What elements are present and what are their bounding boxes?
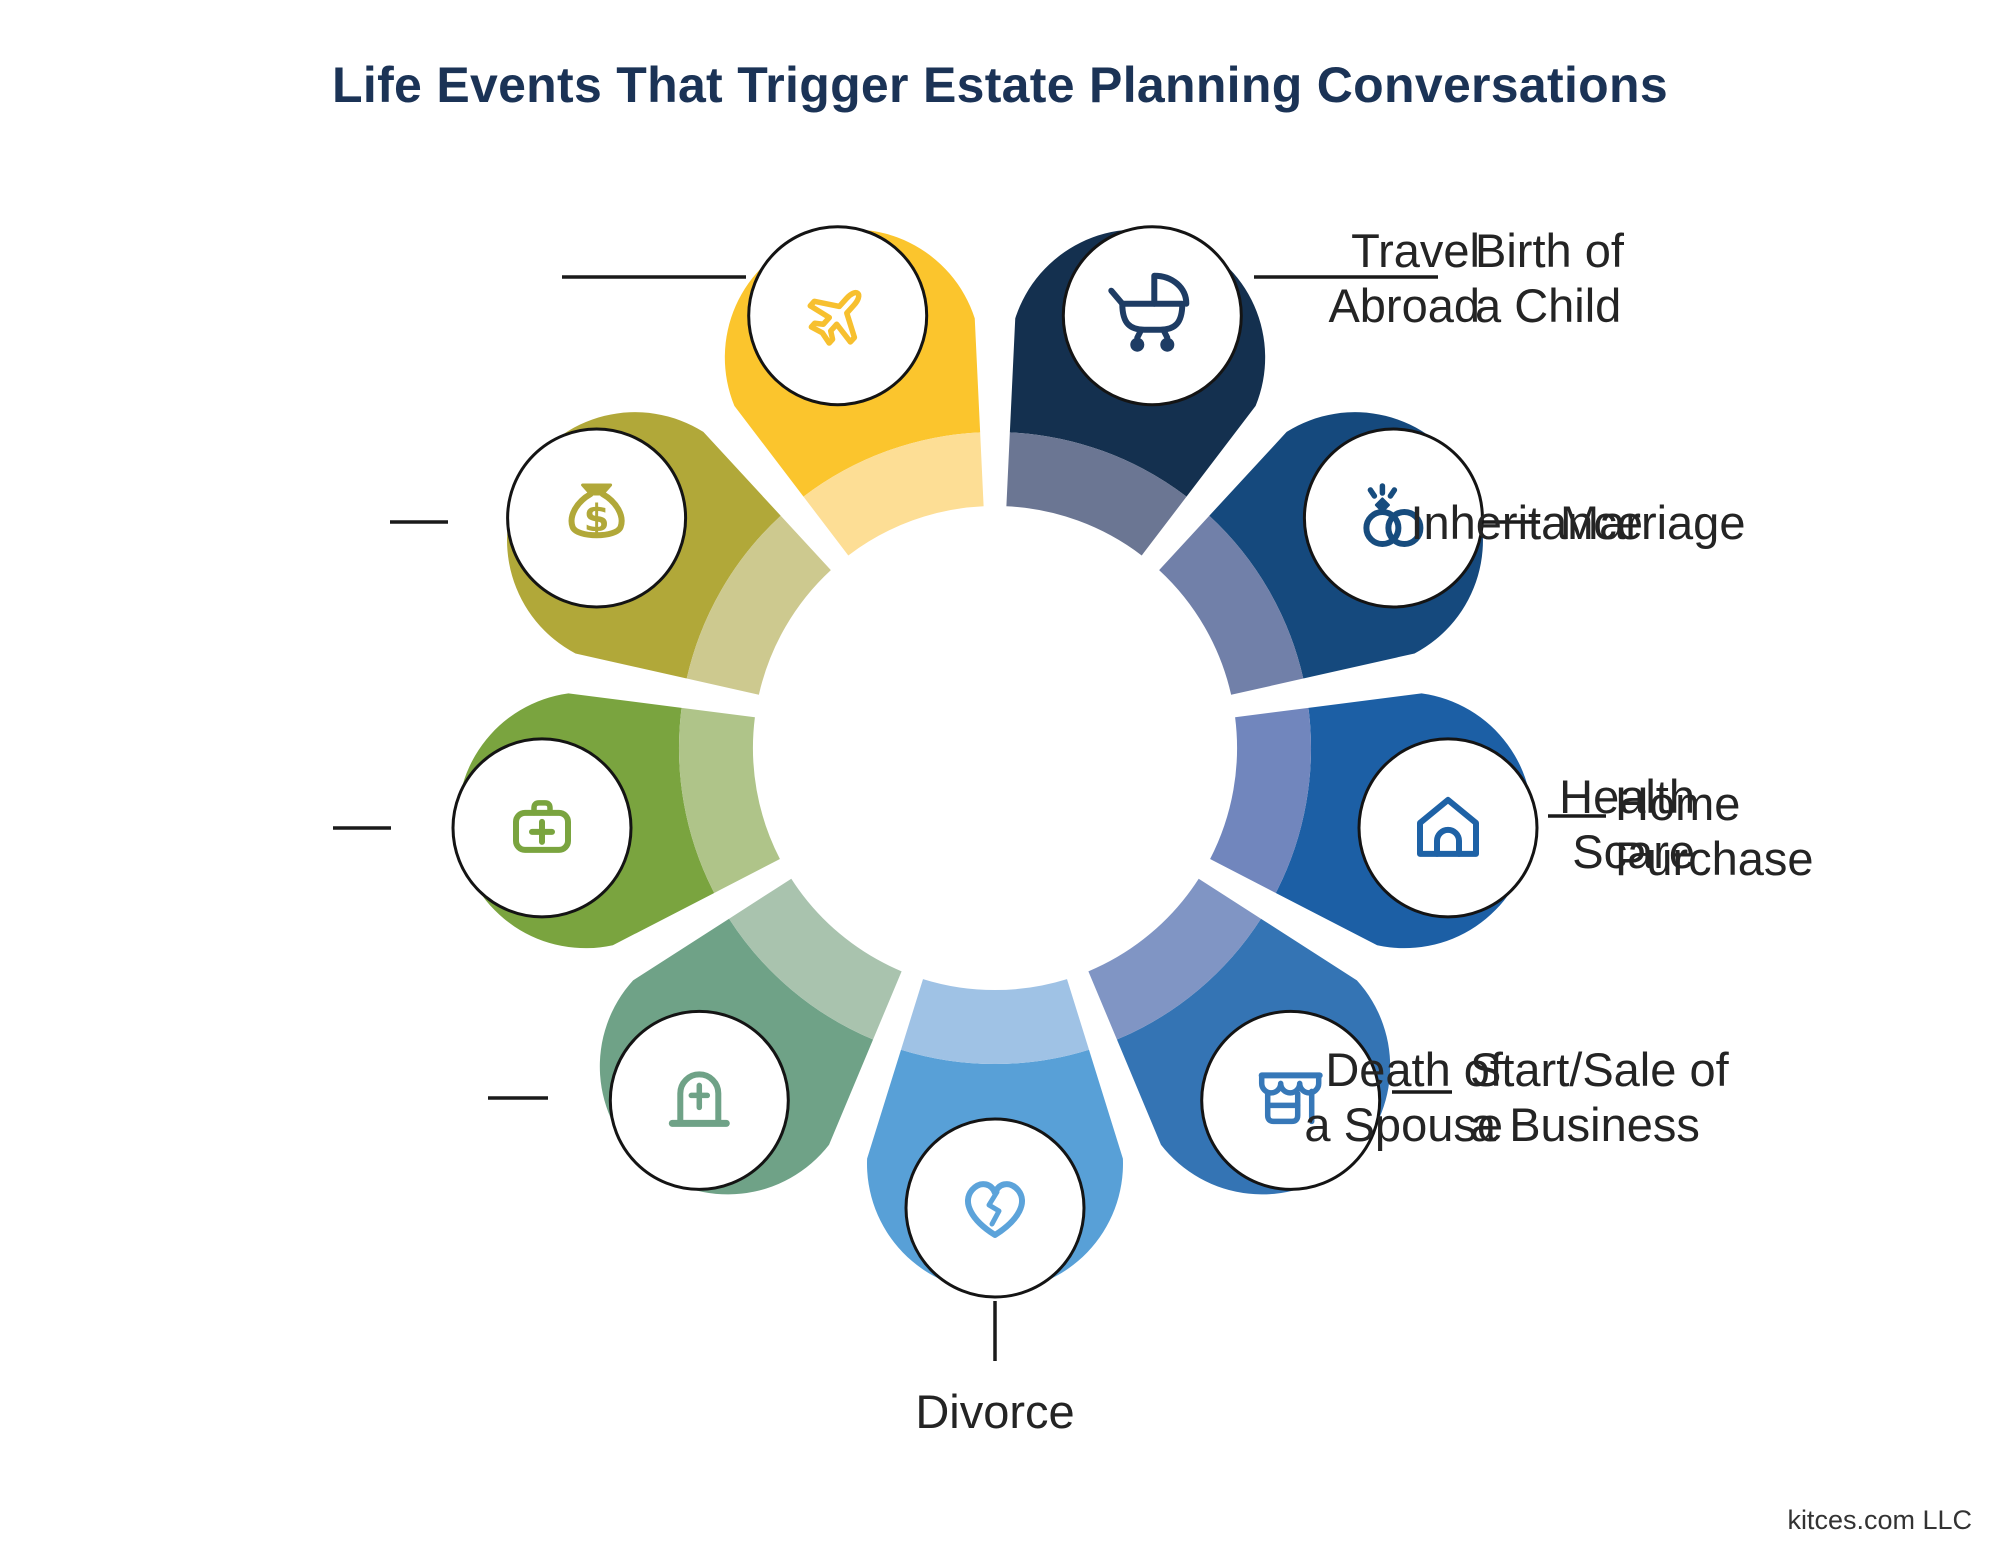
label-line: Travel <box>1351 224 1480 277</box>
badge-circle <box>747 225 929 407</box>
label-line: Abroad <box>1328 278 1480 332</box>
storefront-icon <box>1258 1072 1323 1125</box>
icon-badge-health-scare <box>451 737 633 919</box>
label-line: Birth of <box>1475 224 1624 277</box>
stroller-icon <box>1108 272 1190 352</box>
label-line: Scare <box>1572 824 1695 878</box>
icon-badge-divorce <box>904 1117 1086 1299</box>
icon-badge-home-purchase <box>1357 737 1539 919</box>
icon-badge-marriage <box>1302 427 1484 609</box>
badge-circle <box>1200 1009 1382 1191</box>
label-line: a Child <box>1475 278 1622 332</box>
footer-credit: kitces.com LLC <box>1787 1505 1972 1535</box>
label-line: a Business <box>1470 1097 1700 1151</box>
label-line: a Spouse <box>1304 1097 1503 1151</box>
airplane-icon <box>807 289 862 346</box>
label-line: Start/Sale of <box>1470 1043 1729 1096</box>
petal-tint <box>803 432 984 556</box>
label-line: Divorce <box>915 1385 1075 1438</box>
label-line: Death of <box>1325 1043 1503 1096</box>
money-bag-icon: $ <box>568 483 625 540</box>
page-title: Life Events That Trigger Estate Planning… <box>332 57 1668 113</box>
petal-tint <box>679 707 780 893</box>
icon-badge-travel-abroad <box>747 225 929 407</box>
petal-tint <box>1210 707 1311 893</box>
label-line: Purchase <box>1615 831 1814 885</box>
petal-tint <box>729 878 902 1040</box>
petal-tint <box>1088 878 1261 1040</box>
icon-badge-start-sale-of-a-business <box>1200 1009 1382 1191</box>
petal-tint <box>1159 515 1304 695</box>
tombstone-icon <box>668 1071 730 1127</box>
label-marriage: Marriage <box>1560 496 1745 551</box>
svg-text:$: $ <box>584 497 610 540</box>
label-line: Home <box>1615 777 1741 830</box>
icon-badge-birth-of-a-child <box>1061 225 1243 407</box>
badge-circle <box>506 427 688 609</box>
petal-tint <box>901 979 1089 1065</box>
label-line: Inheritance <box>1410 496 1643 549</box>
label-inheritance: Inheritance <box>1410 496 1643 551</box>
badge-circle <box>1061 225 1243 407</box>
icon-badge-inheritance: $ <box>506 427 688 609</box>
label-line: Health <box>1559 770 1695 823</box>
label-divorce: Divorce <box>845 1385 1145 1440</box>
house-icon <box>1417 796 1479 857</box>
broken-heart-icon <box>965 1181 1025 1238</box>
petal-tint <box>1006 432 1187 556</box>
petal-tint <box>686 515 831 695</box>
icon-badge-death-of-a-spouse <box>608 1009 790 1191</box>
label-line: Marriage <box>1560 496 1746 549</box>
medical-bag-icon <box>513 800 571 853</box>
wedding-rings-icon <box>1363 483 1424 547</box>
